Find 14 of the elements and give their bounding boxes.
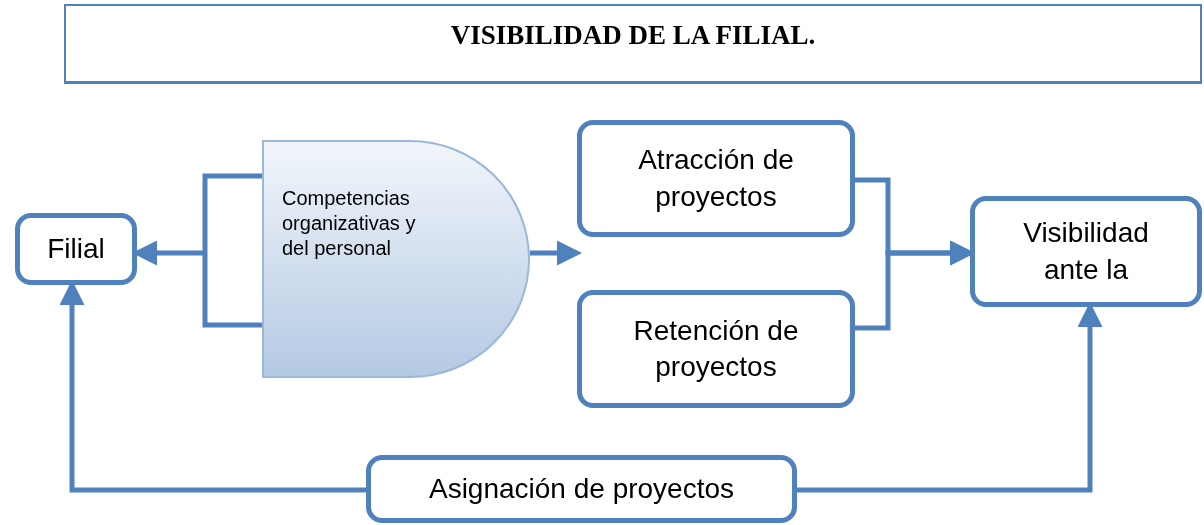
process-box [366, 455, 797, 523]
process-box [970, 196, 1202, 307]
node-label: Retención de proyectos [632, 313, 800, 384]
title: VISIBILIDAD DE LA FILIAL. [450, 20, 816, 52]
process-box [577, 290, 855, 408]
process-box [577, 120, 855, 237]
node-label: Asignación de proyectos [428, 471, 735, 506]
node-label: Visibilidad ante la [1022, 216, 1150, 287]
arrow [530, 240, 582, 266]
node-label: Atracción de proyectos [637, 143, 795, 214]
node-label: Competencias organizativas y del personal [282, 186, 417, 261]
node-label: Filial [47, 231, 105, 266]
process-box [15, 213, 137, 285]
and-gate-shape [262, 140, 530, 378]
